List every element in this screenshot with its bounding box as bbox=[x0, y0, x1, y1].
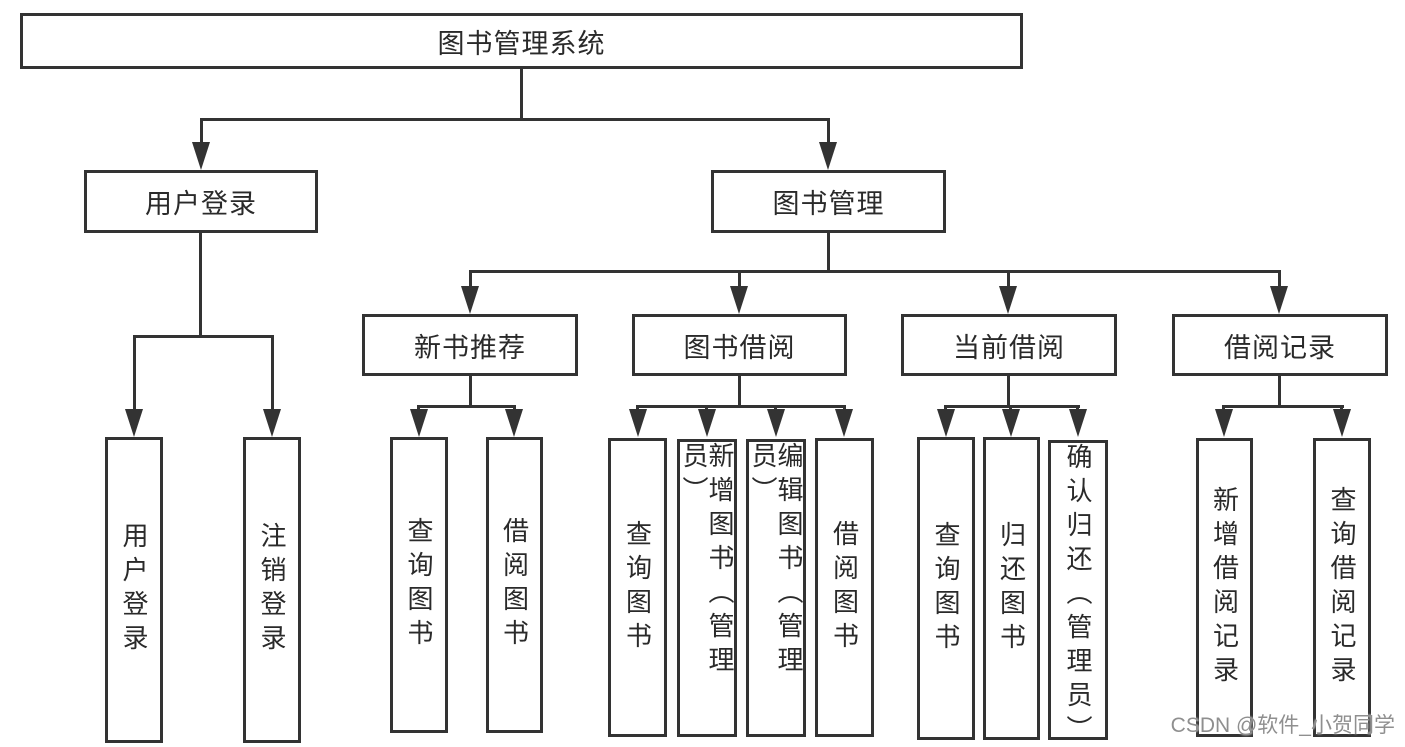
node-label: 注销登录 bbox=[257, 522, 287, 658]
connector-segment bbox=[944, 405, 947, 411]
arrow-down-icon bbox=[1333, 409, 1351, 437]
arrow-down-icon bbox=[461, 286, 479, 314]
arrow-down-icon bbox=[505, 409, 523, 437]
csdn-watermark: CSDN @软件_小贺同学 bbox=[1170, 714, 1395, 737]
node-book-management: 图书管理 bbox=[711, 170, 946, 233]
node-label: 图书借阅 bbox=[683, 332, 796, 363]
node-new-book-recommend: 新书推荐 bbox=[362, 314, 578, 376]
connector-segment bbox=[944, 405, 1080, 408]
connector-segment bbox=[199, 233, 202, 337]
leaf-user-login: 用户登录 bbox=[105, 437, 163, 743]
connector-segment bbox=[513, 405, 516, 411]
leaf-add-books-admin: 新增图书（管理员） bbox=[677, 439, 737, 737]
connector-segment bbox=[1222, 405, 1225, 411]
node-label: 查询图书 bbox=[931, 520, 961, 657]
node-current-borrowing: 当前借阅 bbox=[901, 314, 1117, 376]
connector-segment bbox=[1009, 405, 1012, 411]
connector-segment bbox=[469, 270, 1281, 273]
leaf-query-books-borrowing: 查询图书 bbox=[608, 438, 667, 737]
node-label: 新增借阅记录 bbox=[1209, 485, 1240, 690]
connector-segment bbox=[520, 66, 523, 121]
connector-segment bbox=[1278, 376, 1281, 408]
connector-segment bbox=[1007, 376, 1010, 408]
connector-segment bbox=[636, 405, 639, 411]
connector-segment bbox=[200, 118, 203, 144]
arrow-down-icon bbox=[125, 409, 143, 437]
connector-segment bbox=[133, 335, 136, 410]
connector-segment bbox=[1007, 270, 1010, 288]
connector-segment bbox=[738, 376, 741, 408]
connector-segment bbox=[133, 335, 274, 338]
leaf-add-borrow-record: 新增借阅记录 bbox=[1196, 438, 1253, 737]
arrow-down-icon bbox=[1270, 286, 1288, 314]
node-label: 确认归还（管理员） bbox=[1063, 443, 1093, 747]
arrow-down-icon bbox=[263, 409, 281, 437]
arrow-down-icon bbox=[819, 142, 837, 170]
node-user-login: 用户登录 bbox=[84, 170, 318, 233]
node-label: 查询图书 bbox=[622, 519, 653, 656]
connector-segment bbox=[636, 405, 846, 408]
node-label: 用户登录 bbox=[119, 522, 149, 658]
node-label: 借阅图书 bbox=[829, 519, 860, 656]
node-book-borrowing: 图书借阅 bbox=[632, 314, 847, 376]
connector-segment bbox=[827, 118, 830, 144]
arrow-down-icon bbox=[192, 142, 210, 170]
node-label: 图书管理 bbox=[772, 189, 885, 219]
leaf-query-books-recommend: 查询图书 bbox=[390, 437, 448, 733]
arrow-down-icon bbox=[999, 286, 1017, 314]
arrow-down-icon bbox=[767, 409, 785, 437]
leaf-query-borrow-record: 查询借阅记录 bbox=[1313, 438, 1371, 737]
node-label: 借阅图书 bbox=[499, 517, 530, 653]
connector-segment bbox=[1340, 405, 1343, 411]
node-label: 归还图书 bbox=[996, 520, 1027, 657]
connector-segment bbox=[1222, 405, 1344, 408]
arrow-down-icon bbox=[730, 286, 748, 314]
node-label: 查询借阅记录 bbox=[1327, 485, 1357, 690]
connector-segment bbox=[271, 335, 274, 410]
arrow-down-icon bbox=[937, 409, 955, 437]
arrow-down-icon bbox=[835, 409, 853, 437]
node-borrowing-records: 借阅记录 bbox=[1172, 314, 1388, 376]
arrow-down-icon bbox=[698, 409, 716, 437]
connector-segment bbox=[1076, 405, 1079, 411]
connector-segment bbox=[469, 376, 472, 408]
leaf-edit-books-admin: 编辑图书（管理员） bbox=[746, 439, 806, 737]
connector-segment bbox=[200, 118, 830, 121]
node-label: 用户登录 bbox=[145, 189, 257, 219]
node-label: 新书推荐 bbox=[414, 332, 526, 363]
arrow-down-icon bbox=[1002, 409, 1020, 437]
leaf-borrow-books-borrowing: 借阅图书 bbox=[815, 438, 874, 737]
leaf-borrow-books-recommend: 借阅图书 bbox=[486, 437, 543, 733]
node-root: 图书管理系统 bbox=[20, 13, 1023, 69]
arrow-down-icon bbox=[1215, 409, 1233, 437]
connector-segment bbox=[417, 405, 516, 408]
node-label: 当前借阅 bbox=[953, 332, 1065, 363]
node-label: 编辑图书（管理员） bbox=[748, 442, 804, 680]
connector-segment bbox=[774, 405, 777, 411]
connector-segment bbox=[469, 270, 472, 288]
connector-segment bbox=[738, 270, 741, 288]
connector-segment bbox=[417, 405, 420, 411]
connector-segment bbox=[843, 405, 846, 411]
leaf-query-books-current: 查询图书 bbox=[917, 437, 975, 740]
connector-segment bbox=[827, 233, 830, 273]
arrow-down-icon bbox=[1069, 409, 1087, 437]
node-label: 图书管理系统 bbox=[437, 28, 606, 59]
leaf-return-books: 归还图书 bbox=[983, 437, 1040, 740]
node-label: 借阅记录 bbox=[1224, 332, 1336, 363]
node-label: 新增图书（管理员） bbox=[679, 442, 735, 680]
leaf-confirm-return-admin: 确认归还（管理员） bbox=[1048, 440, 1108, 747]
leaf-logout: 注销登录 bbox=[243, 437, 301, 743]
connector-segment bbox=[1278, 270, 1281, 288]
arrow-down-icon bbox=[629, 409, 647, 437]
arrow-down-icon bbox=[410, 409, 428, 437]
node-label: 查询图书 bbox=[404, 517, 434, 653]
connector-segment bbox=[705, 405, 708, 411]
